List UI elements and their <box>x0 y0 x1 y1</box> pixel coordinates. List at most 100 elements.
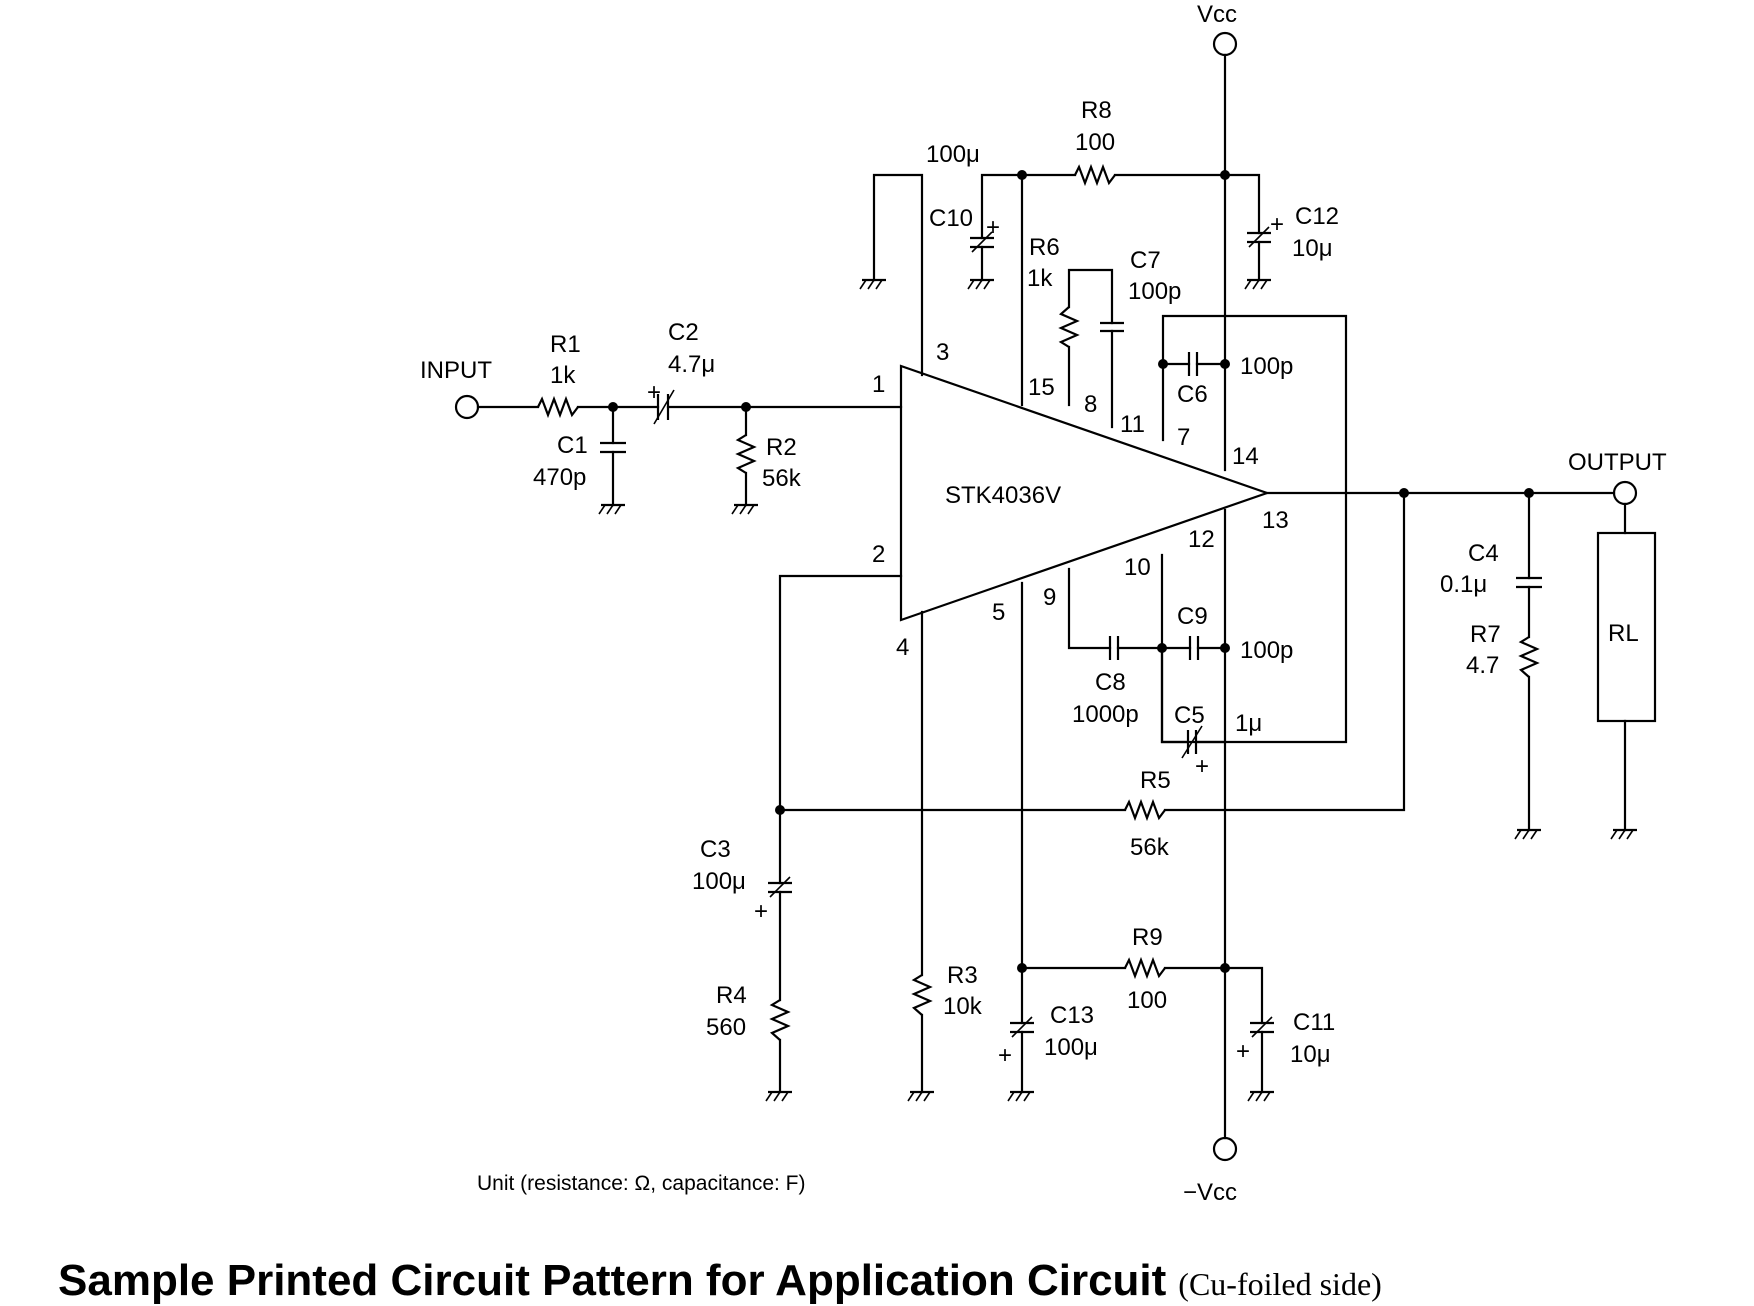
r4-name: R4 <box>716 982 747 1009</box>
r3-name: R3 <box>947 962 978 989</box>
c5-value: 1μ <box>1235 710 1262 737</box>
pin-12: 12 <box>1188 526 1215 553</box>
load-label: RL <box>1608 620 1639 647</box>
neg-supply: R9 100 + C13 100μ −Vcc + C11 10μ <box>998 508 1335 1206</box>
output-label: OUTPUT <box>1568 449 1667 476</box>
amplifier-ic: STK4036V <box>899 364 1271 622</box>
r8-value: 100 <box>1075 129 1115 156</box>
ic-body-triangle <box>899 364 1271 622</box>
c5-polarity: + <box>1195 753 1209 780</box>
pin-15: 15 <box>1028 374 1055 401</box>
pin-8: 8 <box>1084 391 1097 418</box>
vcc-terminal[interactable] <box>1212 31 1238 57</box>
c13-polarity: + <box>998 1042 1012 1069</box>
r1-name: R1 <box>550 331 581 358</box>
c1-value: 470p <box>533 464 586 491</box>
pin-9: 9 <box>1043 584 1056 611</box>
resistor-r1 <box>537 395 579 419</box>
c10-name: C10 <box>929 205 973 232</box>
feedback-network: R5 56k + C3 100μ R4 560 <box>692 491 1406 1103</box>
pin-2: 2 <box>872 541 885 568</box>
r6-c7-network: R6 1k C7 100p <box>1027 234 1181 429</box>
resistor-r2 <box>735 434 757 474</box>
pin-13: 13 <box>1262 507 1289 534</box>
r2-value: 56k <box>762 465 802 492</box>
c2-value: 4.7μ <box>668 351 715 378</box>
r9-value: 100 <box>1127 987 1167 1014</box>
resistor-r8 <box>1074 163 1116 187</box>
c3-polarity: + <box>754 898 768 925</box>
c3-value: 100μ <box>692 868 746 895</box>
c11-value: 10μ <box>1290 1041 1331 1068</box>
load-resistor-rl <box>1596 531 1657 723</box>
c12-polarity: + <box>1270 211 1284 238</box>
resistor-r5 <box>1124 798 1166 822</box>
vcc-label: Vcc <box>1197 1 1237 28</box>
resistor-r9 <box>1124 956 1166 980</box>
pin-7: 7 <box>1177 424 1190 451</box>
c13-name: C13 <box>1050 1002 1094 1029</box>
resistor-r7 <box>1518 636 1540 678</box>
output-section: OUTPUT C4 0.1μ R7 4.7 RL <box>1265 449 1667 841</box>
c4-value: 0.1μ <box>1440 571 1487 598</box>
resistor-r3 <box>911 974 933 1016</box>
compensation-network: 100p C9 C8 1000p + C5 1μ <box>1067 553 1293 780</box>
pin-10: 10 <box>1124 554 1151 581</box>
pin-3: 3 <box>936 339 949 366</box>
pin-5: 5 <box>992 599 1005 626</box>
r1-value: 1k <box>550 362 576 389</box>
ic-name: STK4036V <box>945 482 1061 509</box>
section-title: Sample Printed Circuit Pattern for Appli… <box>58 1256 1382 1305</box>
ground-symbol <box>597 503 627 516</box>
c11-polarity: + <box>1236 1038 1250 1065</box>
c5-name: C5 <box>1174 702 1205 729</box>
c6-network: 100p C6 <box>1158 314 1348 744</box>
r9-name: R9 <box>1132 924 1163 951</box>
unit-note: Unit (resistance: Ω, capacitance: F) <box>477 1172 805 1195</box>
c6-value: 100p <box>1240 353 1293 380</box>
c9-name: C9 <box>1177 603 1208 630</box>
c9-value: 100p <box>1240 637 1293 664</box>
c13-value: 100μ <box>1044 1034 1098 1061</box>
neg-vcc-label: −Vcc <box>1183 1179 1237 1206</box>
r5-value: 56k <box>1130 834 1170 861</box>
r6-value: 1k <box>1027 265 1053 292</box>
r2-name: R2 <box>766 434 797 461</box>
r5-name: R5 <box>1140 767 1171 794</box>
c2-name: C2 <box>668 319 699 346</box>
c8-name: C8 <box>1095 669 1126 696</box>
input-terminal[interactable] <box>454 394 480 420</box>
c11-name: C11 <box>1293 1009 1335 1036</box>
output-terminal[interactable] <box>1612 480 1638 506</box>
c6-name: C6 <box>1177 381 1208 408</box>
c3-name: C3 <box>700 836 731 863</box>
neg-vcc-terminal[interactable] <box>1212 1136 1238 1162</box>
c7-value: 100p <box>1128 278 1181 305</box>
pin-numbers: 1 2 3 4 5 7 8 9 10 11 12 13 14 15 <box>872 339 1289 661</box>
r3-value: 10k <box>943 993 983 1020</box>
resistor-r6 <box>1058 306 1080 348</box>
input-section: INPUT R1 1k C1 470p + C2 4.7μ R2 56k <box>420 319 903 516</box>
pin-1: 1 <box>872 371 885 398</box>
c10-polarity: + <box>986 214 1000 241</box>
pin-4: 4 <box>896 634 909 661</box>
c10-value: 100μ <box>926 141 980 168</box>
input-label: INPUT <box>420 357 492 384</box>
pin-11: 11 <box>1120 411 1145 438</box>
c12-name: C12 <box>1295 203 1339 230</box>
c12-value: 10μ <box>1292 235 1333 262</box>
c7-name: C7 <box>1130 247 1161 274</box>
resistor-r4 <box>769 999 791 1041</box>
c4-name: C4 <box>1468 540 1499 567</box>
r7-name: R7 <box>1470 621 1501 648</box>
pin4-r3: R3 10k <box>906 610 983 1103</box>
r8-name: R8 <box>1081 97 1112 124</box>
r7-value: 4.7 <box>1466 652 1499 679</box>
vcc-supply: Vcc R8 100 + C10 100μ + C12 10μ <box>926 1 1339 472</box>
r4-value: 560 <box>706 1014 746 1041</box>
pin3-ground <box>858 173 924 377</box>
c2-polarity: + <box>647 379 661 406</box>
r6-name: R6 <box>1029 234 1060 261</box>
c1-name: C1 <box>557 432 588 459</box>
